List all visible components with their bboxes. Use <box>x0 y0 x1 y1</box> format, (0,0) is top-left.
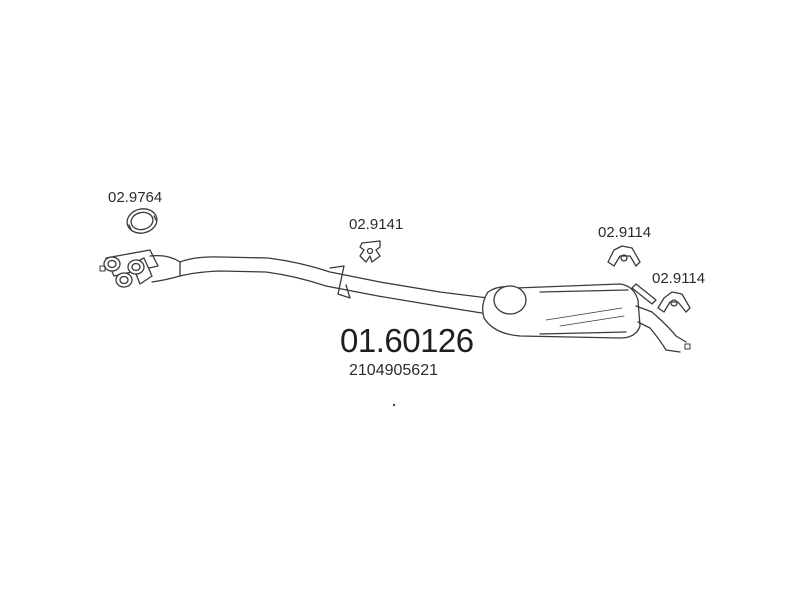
oem-number: 2104905621 <box>349 362 438 379</box>
mount-right-1 <box>607 245 641 267</box>
callout-mount-center: 02.9141 <box>349 216 404 233</box>
dot-mark <box>392 403 396 407</box>
callout-gasket: 02.9764 <box>108 189 163 206</box>
part-number: 01.60126 <box>340 322 474 359</box>
rear-muffler <box>482 283 691 353</box>
mount-right-2 <box>657 291 691 313</box>
mount-center <box>359 240 381 263</box>
callout-mount-right-1: 02.9114 <box>598 224 652 241</box>
gasket-ring <box>126 208 158 234</box>
inlet-flange <box>99 249 181 288</box>
intermediate-pipe <box>179 256 489 315</box>
callout-mount-right-2: 02.9114 <box>652 270 706 287</box>
